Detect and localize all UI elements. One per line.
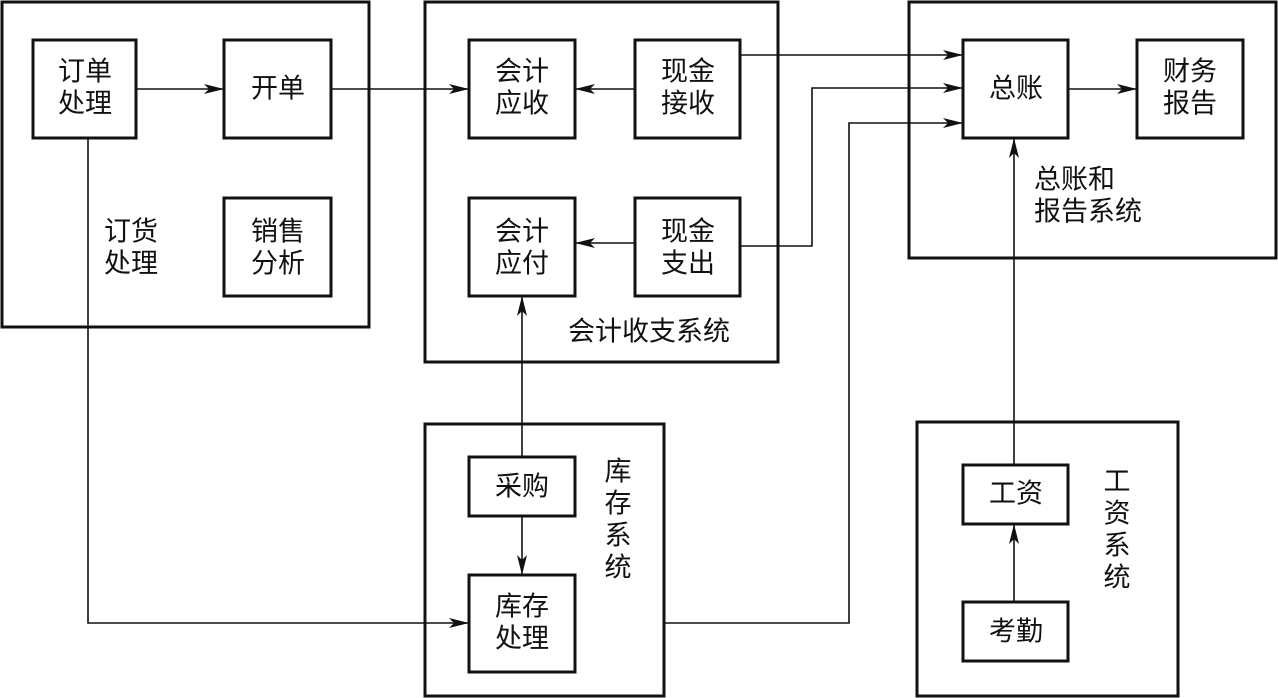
cash-disbursements-label-2: 支出 bbox=[661, 249, 715, 280]
ledger-system-frame bbox=[907, 0, 1278, 260]
inventory-processing-box bbox=[467, 573, 577, 674]
order-processing-box bbox=[31, 38, 138, 140]
billing-box bbox=[222, 38, 333, 140]
payroll-system-label-2: 资 bbox=[1104, 499, 1131, 530]
order-processing-label-2: 处理 bbox=[58, 89, 112, 120]
arrow-cash-disbursements-to-ledger bbox=[740, 83, 963, 247]
financial-reports-box bbox=[1135, 38, 1245, 140]
general-ledger-label: 总账 bbox=[989, 74, 1043, 105]
cash-receipts-label-1: 现金 bbox=[661, 57, 715, 88]
payroll-system-label-4: 统 bbox=[1104, 563, 1131, 594]
inventory-system-frame bbox=[423, 422, 666, 698]
purchasing-label: 采购 bbox=[495, 472, 549, 503]
accounting-system-frame bbox=[423, 0, 780, 364]
cash-receipts-label-2: 接收 bbox=[661, 89, 715, 120]
cash-disbursements-box bbox=[633, 196, 742, 298]
financial-reports-label-2: 报告 bbox=[1163, 89, 1217, 120]
payroll-system-label-3: 系 bbox=[1104, 531, 1131, 562]
connectors bbox=[87, 50, 1137, 628]
attendance-box bbox=[961, 600, 1070, 663]
general-ledger-box bbox=[961, 38, 1070, 140]
billing-label: 开单 bbox=[251, 74, 305, 105]
ledger-system-label-1: 总账和 bbox=[1034, 165, 1115, 196]
payroll-system-frame bbox=[915, 420, 1180, 698]
inventory-processing-label-1: 库存 bbox=[495, 592, 549, 623]
accounts-payable-box bbox=[467, 196, 577, 298]
accounts-payable-label-1: 会计 bbox=[495, 217, 549, 248]
sales-analysis-label-1: 销售 bbox=[251, 217, 305, 248]
financial-reports-label-1: 财务 bbox=[1163, 57, 1217, 88]
payroll-system-label-1: 工 bbox=[1104, 467, 1131, 498]
order-system-frame bbox=[0, 0, 371, 329]
order-system-label-2: 处理 bbox=[104, 249, 158, 280]
accounts-receivable-label-2: 应收 bbox=[495, 89, 549, 120]
accounts-receivable-label-1: 会计 bbox=[495, 57, 549, 88]
cash-disbursements-label-1: 现金 bbox=[661, 217, 715, 248]
inventory-processing-label-2: 处理 bbox=[495, 624, 549, 655]
sales-analysis-label-2: 分析 bbox=[251, 249, 305, 280]
payroll-box bbox=[961, 463, 1070, 526]
accounts-receivable-box bbox=[467, 38, 577, 140]
purchasing-box bbox=[467, 455, 577, 518]
inventory-system-label-2: 存 bbox=[605, 489, 632, 520]
inventory-system-label-4: 统 bbox=[605, 553, 632, 584]
order-system-label-1: 订货 bbox=[104, 217, 158, 248]
cash-receipts-box bbox=[633, 38, 742, 140]
order-processing-label-1: 订单 bbox=[58, 57, 112, 88]
attendance-label: 考勤 bbox=[989, 617, 1043, 648]
accounts-payable-label-2: 应付 bbox=[495, 249, 549, 280]
arrow-order-to-inventory bbox=[87, 138, 469, 628]
inventory-system-label-1: 库 bbox=[605, 457, 632, 488]
arrow-inventory-to-ledger bbox=[664, 118, 963, 624]
inventory-system-label-3: 系 bbox=[605, 521, 632, 552]
sales-analysis-box bbox=[222, 196, 333, 298]
payroll-label: 工资 bbox=[989, 479, 1043, 510]
accounting-system-label: 会计收支系统 bbox=[568, 317, 730, 348]
ledger-system-label-2: 报告系统 bbox=[1034, 197, 1142, 228]
